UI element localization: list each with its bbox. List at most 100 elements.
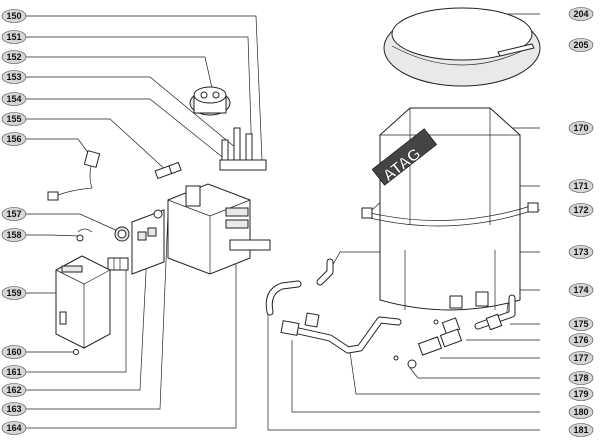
callout-number: 180: [573, 407, 588, 417]
callout-bubble: [568, 7, 594, 21]
callout-number: 179: [573, 389, 588, 399]
leader-152: [22, 56, 213, 89]
callout-number: 175: [573, 319, 588, 329]
callout-176: 176: [568, 333, 594, 347]
right-callout-column: 204 205 170 171 172 173 174 175 176 177 178 179 180 1…: [568, 7, 594, 437]
callout-bubble: [1, 402, 27, 416]
callout-bubble: [568, 179, 594, 193]
callout-152: 152: [1, 50, 27, 64]
callout-number: 151: [6, 32, 21, 42]
callout-number: 154: [6, 94, 21, 104]
callout-number: 172: [573, 205, 588, 215]
callout-bubble: [568, 245, 594, 259]
callout-number: 150: [6, 11, 21, 21]
callout-bubble: [1, 70, 27, 84]
callout-bubble: [1, 50, 27, 64]
callout-bubble: [1, 383, 27, 397]
callout-180: 180: [568, 405, 594, 419]
callout-number: 171: [573, 181, 588, 191]
valve-coupling-set: [393, 291, 516, 369]
callout-bubble: [568, 371, 594, 385]
control-board: [131, 209, 165, 275]
callout-number: 164: [6, 423, 21, 433]
leader-151: [22, 36, 253, 161]
burner-fan-assembly: [189, 86, 267, 171]
callout-bubble: [568, 387, 594, 401]
left-callout-column: 150 151 152 153 154 155 156 157 158 159 160 161 162 1…: [1, 9, 27, 435]
leader-164: [22, 258, 237, 429]
boiler-casing: ATAG: [371, 107, 521, 311]
callout-bubble: [568, 405, 594, 419]
leader-155: [22, 118, 169, 173]
leader-154: [22, 98, 227, 161]
callout-163: 163: [1, 402, 27, 416]
callout-bubble: [568, 283, 594, 297]
callout-number: 160: [6, 347, 21, 357]
callout-number: 163: [6, 404, 21, 414]
sensor-clip: [76, 228, 93, 242]
elbow-fitting: [316, 258, 334, 286]
callout-number: 159: [6, 288, 21, 298]
callout-number: 205: [573, 40, 588, 50]
callout-bubble: [1, 345, 27, 359]
callout-171: 171: [568, 179, 594, 193]
callout-bubble: [568, 203, 594, 217]
callout-175: 175: [568, 317, 594, 331]
callout-number: 173: [573, 247, 588, 257]
callout-number: 178: [573, 373, 588, 383]
callout-number: 155: [6, 114, 21, 124]
callout-164: 164: [1, 421, 27, 435]
callout-155: 155: [1, 112, 27, 126]
callout-bubble: [1, 286, 27, 300]
leader-158: [22, 234, 81, 237]
leader-150: [22, 15, 263, 161]
expansion-vessel: [383, 7, 541, 87]
callout-161: 161: [1, 365, 27, 379]
leader-162: [22, 231, 149, 391]
callout-156: 156: [1, 132, 27, 146]
leader-161: [22, 262, 127, 373]
callout-179: 179: [568, 387, 594, 401]
callout-204: 204: [568, 7, 594, 21]
callout-number: 181: [573, 425, 588, 435]
callout-number: 170: [573, 123, 588, 133]
leader-178: [409, 367, 540, 379]
leader-156: [22, 138, 93, 159]
callout-number: 152: [6, 52, 21, 62]
callout-number: 156: [6, 134, 21, 144]
control-housing: [55, 255, 111, 349]
callout-170: 170: [568, 121, 594, 135]
callout-159: 159: [1, 286, 27, 300]
terminal-block: [107, 257, 129, 271]
callout-number: 162: [6, 385, 21, 395]
callout-151: 151: [1, 30, 27, 44]
callout-bubble: [568, 333, 594, 347]
callout-bubble: [1, 112, 27, 126]
callout-bubble: [1, 92, 27, 106]
leader-153: [22, 76, 237, 149]
callout-number: 161: [6, 367, 21, 377]
callout-178: 178: [568, 371, 594, 385]
leader-181: [267, 300, 540, 431]
callout-bubble: [1, 365, 27, 379]
callout-bubble: [1, 207, 27, 221]
callout-bubble: [1, 228, 27, 242]
callout-bubble: [568, 423, 594, 437]
callout-bubble: [568, 351, 594, 365]
callout-157: 157: [1, 207, 27, 221]
callout-177: 177: [568, 351, 594, 365]
flow-return-pipes: [265, 280, 402, 354]
callout-number: 153: [6, 72, 21, 82]
leader-180: [291, 340, 540, 413]
callout-173: 173: [568, 245, 594, 259]
callout-bubble: [1, 30, 27, 44]
clamp-band: [361, 202, 539, 227]
callout-number: 174: [573, 285, 588, 295]
callout-bubble: [568, 121, 594, 135]
callout-154: 154: [1, 92, 27, 106]
connector-plug: [154, 161, 182, 180]
callout-number: 158: [6, 230, 21, 240]
leader-163: [22, 211, 169, 410]
callout-number: 204: [573, 9, 588, 19]
